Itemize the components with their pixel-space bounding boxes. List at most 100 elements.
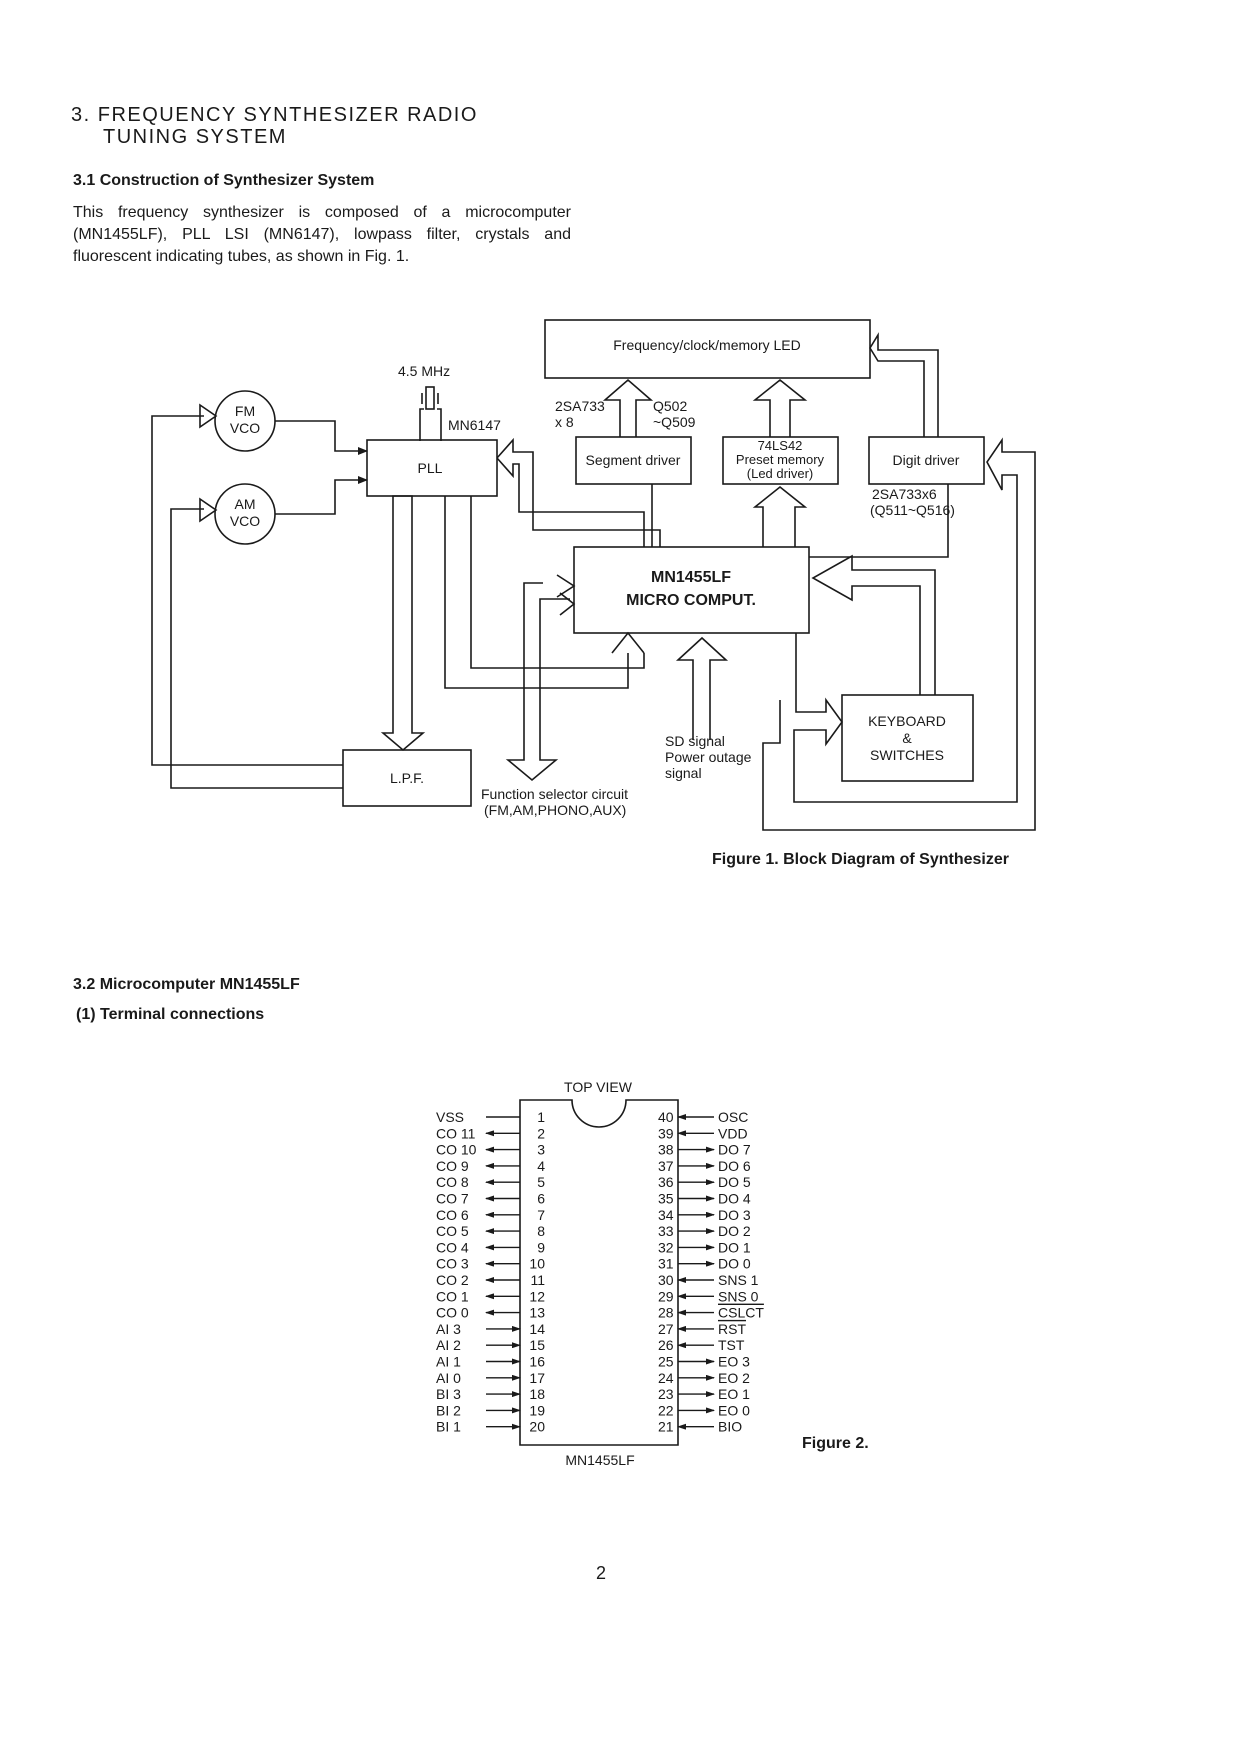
pin-number: 40 [658,1109,674,1125]
pin-name: AI 0 [436,1370,461,1386]
preset-label-2: (Led driver) [747,466,813,481]
pin-name: AI 2 [436,1337,461,1353]
segment-transistor-label: 2SA733 [555,398,605,414]
pin-number: 18 [529,1386,545,1402]
pin-number: 30 [658,1272,674,1288]
crystal-symbol [425,386,435,410]
pin-number: 28 [658,1305,674,1321]
section-title: 3. FREQUENCY SYNTHESIZER RADIO TUNING SY… [71,104,478,148]
pin-left-11: CO 2 11 [436,1272,545,1288]
pin-name: VDD [718,1125,748,1141]
pin-number: 38 [658,1142,674,1158]
pin-left-20: BI 1 20 [436,1419,545,1435]
pin-number: 11 [530,1272,545,1288]
pin-number: 32 [658,1239,674,1255]
digit-transistor-label: 2SA733x6 [872,486,937,502]
pin-name: SNS 1 [718,1272,759,1288]
pin-number: 31 [658,1256,674,1272]
digit-q-label: (Q511~Q516) [870,502,955,518]
pin-name: BI 1 [436,1419,461,1435]
micro-label-1: MN1455LF [651,569,731,586]
preset-memory-box [722,436,839,485]
pin-number: 17 [529,1370,545,1386]
pin-left-8: CO 5 8 [436,1223,545,1239]
pll-label: PLL [418,460,443,476]
pin-number: 12 [529,1288,545,1304]
pll-ic-label: MN6147 [448,417,501,433]
pin-number: 19 [529,1402,545,1418]
pin-name: CO 4 [436,1239,469,1255]
pin-name: VSS [436,1109,464,1125]
pin-number: 20 [529,1419,545,1435]
keyboard-label-2: & [902,730,912,746]
lpf-label: L.P.F. [390,770,424,786]
pin-name: EO 3 [718,1354,750,1370]
segment-q-label-2: ~Q509 [653,414,696,430]
keyboard-label-1: KEYBOARD [868,713,946,729]
pin-name: CO 9 [436,1158,469,1174]
pin-number: 6 [537,1191,545,1207]
pin-left-18: BI 3 18 [436,1386,545,1402]
sd-signal-label-3: signal [665,765,702,781]
am-vco-label-2: VCO [230,513,260,529]
pin-number: 1 [537,1109,545,1125]
pin-name: CO 2 [436,1272,469,1288]
pll-box [366,439,498,497]
segment-count-label: x 8 [555,414,574,430]
pin-name: DO 4 [718,1191,751,1207]
pin-name: DO 0 [718,1256,751,1272]
pin-number: 8 [537,1223,545,1239]
fm-vco-label-1: FM [235,403,255,419]
function-selector-label-2: (FM,AM,PHONO,AUX) [484,802,626,818]
pin-left-1: VSS 1 [436,1109,545,1125]
pin-right-22: 22 EO 0 [658,1402,750,1418]
pin-name: DO 2 [718,1223,751,1239]
sd-signal-label-2: Power outage [665,749,752,765]
chip-label: MN1455LF [565,1452,634,1468]
pin-name: DO 5 [718,1174,751,1190]
pin-number: 36 [658,1174,674,1190]
pin-name: CO 3 [436,1256,469,1272]
pin-name: DO 6 [718,1158,751,1174]
pin-number: 21 [658,1419,674,1435]
am-vco-label-1: AM [235,496,256,512]
pin-number: 14 [529,1321,545,1337]
pin-number: 37 [658,1158,674,1174]
pin-number: 35 [658,1191,674,1207]
pin-name: DO 1 [718,1239,751,1255]
pin-name: CO 6 [436,1207,469,1223]
pin-name: BIO [718,1419,742,1435]
subsection2-subheading: (1) Terminal connections [76,1006,265,1023]
pin-name: TST [718,1337,745,1353]
digit-driver-box [868,436,985,485]
segment-q-label-1: Q502 [653,398,687,414]
segment-driver-label: Segment driver [586,452,681,468]
pin-name: EO 0 [718,1402,750,1418]
pin-right-32: 32 DO 1 [658,1239,751,1255]
pin-number: 29 [658,1288,674,1304]
pin-name: CO 1 [436,1288,469,1304]
pin-name: CO 10 [436,1142,477,1158]
pin-number: 22 [658,1402,674,1418]
pin-name: CO 5 [436,1223,469,1239]
pin-number: 13 [529,1305,545,1321]
top-view-label: TOP VIEW [564,1079,633,1095]
pin-name: BI 3 [436,1386,461,1402]
section-title-line2: TUNING SYSTEM [103,126,287,148]
